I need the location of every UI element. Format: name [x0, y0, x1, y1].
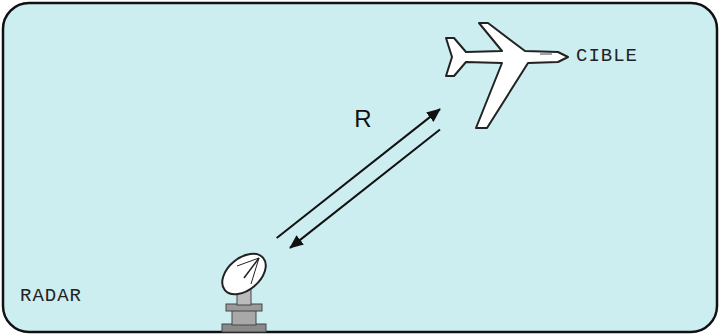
- node-label: RADAR: [20, 285, 82, 307]
- radar-feed-strut: [251, 258, 259, 284]
- node-illustration: [440, 15, 715, 135]
- radar-pedestal: [232, 310, 256, 325]
- target-aircraft: CIBLE: [440, 15, 715, 135]
- node-label: CIBLE: [576, 45, 638, 67]
- radar-station: RADAR: [15, 238, 290, 333]
- signal-arrow: [290, 130, 440, 248]
- radar-dish: [215, 246, 274, 303]
- airplane-window: [540, 53, 552, 54]
- range-label: R: [354, 105, 371, 133]
- radar-feed-strut: [237, 258, 259, 266]
- frame-rect: [3, 3, 717, 332]
- airplane-outline: [446, 23, 568, 128]
